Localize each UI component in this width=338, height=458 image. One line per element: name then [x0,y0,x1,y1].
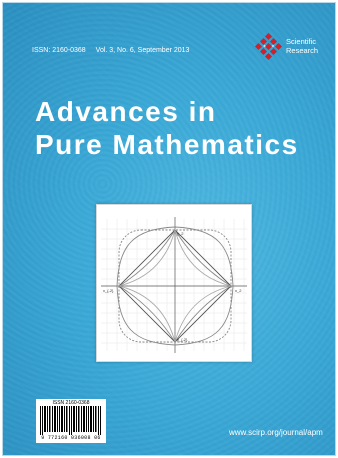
plot-axes [101,217,247,353]
publisher-line-2: Research [286,46,319,55]
y-top-label: y_2 [177,231,184,236]
publisher-mark: Scientific Research [253,33,333,61]
journal-website: www.scirp.org/journal/apm [229,428,323,437]
title-line-1: Advances in [35,96,217,127]
barcode-digits: 9 772160 036008 06 [41,435,101,441]
barcode-issn: ISSN 2160-0368 [52,400,90,406]
barcode-bars-icon [40,406,101,435]
barcode: ISSN 2160-0368 [36,399,106,443]
issn-text: ISSN: 2160-0368 [32,47,86,54]
cover-figure: x_{-2} x_2 y_2 y_{-2} [96,204,252,362]
x-left-label: x_{-2} [103,288,114,293]
publisher-line-1: Scientific [286,37,317,46]
journal-title: Advances in Pure Mathematics [35,95,299,161]
plot-curves [116,226,234,346]
publisher-name: Scientific Research [286,37,318,55]
volume-text: Vol. 3, No. 6, September 2013 [95,47,190,54]
y-bottom-label: y_{-2} [177,337,188,342]
journal-cover: ISSN: 2160-0368 Vol. 3, No. 6, September… [2,2,336,456]
scientific-research-logo-icon [254,33,283,61]
issn-volume-line: ISSN: 2160-0368 Vol. 3, No. 6, September… [32,47,197,54]
curve-family-plot-icon: x_{-2} x_2 y_2 y_{-2} [101,217,247,353]
title-line-2: Pure Mathematics [35,129,299,160]
x-right-label: x_2 [235,288,242,293]
